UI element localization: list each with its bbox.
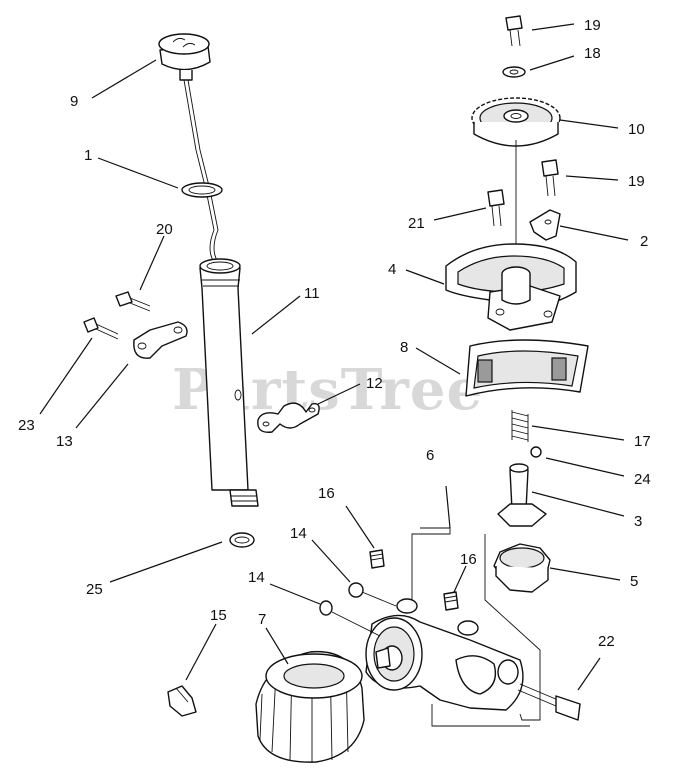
callout-13: 13	[56, 433, 73, 450]
part-7-oil-filter	[255, 650, 365, 763]
part-19-bolt-top	[505, 15, 523, 47]
part-19-bolt-right	[541, 159, 559, 197]
callout-15: 15	[210, 607, 227, 624]
callout-16-right: 16	[460, 551, 477, 568]
part-14-o-ring-lower	[319, 600, 333, 616]
callout-20: 20	[156, 221, 173, 238]
part-4-governor-housing	[445, 243, 577, 331]
part-16-fitting-right	[443, 591, 459, 611]
part-10-gear	[471, 97, 561, 147]
part-9-dipstick-cap	[158, 33, 211, 81]
part-12-clamp	[257, 402, 320, 433]
part-16-fitting-left	[369, 549, 385, 569]
part-21-bolt	[487, 189, 505, 227]
part-22-bolt	[517, 683, 581, 721]
callout-11: 11	[304, 285, 320, 302]
callout-2: 2	[640, 233, 648, 250]
callout-8: 8	[400, 339, 408, 356]
callout-24: 24	[634, 471, 651, 488]
part-14-o-ring-upper	[348, 582, 364, 598]
callout-10: 10	[628, 121, 645, 138]
part-5-rotor	[493, 543, 551, 593]
callout-16-left: 16	[318, 485, 335, 502]
part-23-bolt	[83, 317, 119, 340]
part-20-bolt	[115, 291, 151, 312]
callout-7: 7	[258, 611, 266, 628]
callout-14-upper: 14	[290, 525, 307, 542]
part-1-dipstick-rod	[181, 79, 223, 273]
callout-19-top: 19	[584, 17, 601, 34]
callout-18: 18	[584, 45, 601, 62]
callout-1: 1	[84, 147, 92, 164]
oil-filter-adapter	[365, 598, 524, 711]
callout-6: 6	[426, 447, 434, 464]
part-24-ball	[530, 446, 542, 458]
part-2-plate	[529, 209, 561, 241]
callout-19-right: 19	[628, 173, 645, 190]
part-15-plug	[167, 685, 197, 717]
part-18-washer	[502, 66, 526, 78]
callout-23: 23	[18, 417, 35, 434]
part-11-dipstick-tube	[199, 258, 259, 507]
callout-12: 12	[366, 375, 383, 392]
part-25-o-ring	[229, 532, 255, 548]
callout-labels: 19 18 10 19 21 2 4 8 17 24 3 6 5 16 16 1…	[18, 17, 651, 650]
part-8-screen	[465, 339, 589, 397]
callout-3: 3	[634, 513, 642, 530]
callout-9: 9	[70, 93, 78, 110]
callout-22: 22	[598, 633, 615, 650]
callout-4: 4	[388, 261, 396, 278]
part-3-shaft	[497, 463, 547, 527]
callout-25: 25	[86, 581, 103, 598]
callout-17: 17	[634, 433, 651, 450]
callout-5: 5	[630, 573, 638, 590]
leader-lines	[39, 23, 629, 691]
part-17-spring	[511, 410, 529, 442]
part-13-bracket	[133, 321, 188, 359]
callout-14-lower: 14	[248, 569, 265, 586]
callout-21: 21	[408, 215, 425, 232]
